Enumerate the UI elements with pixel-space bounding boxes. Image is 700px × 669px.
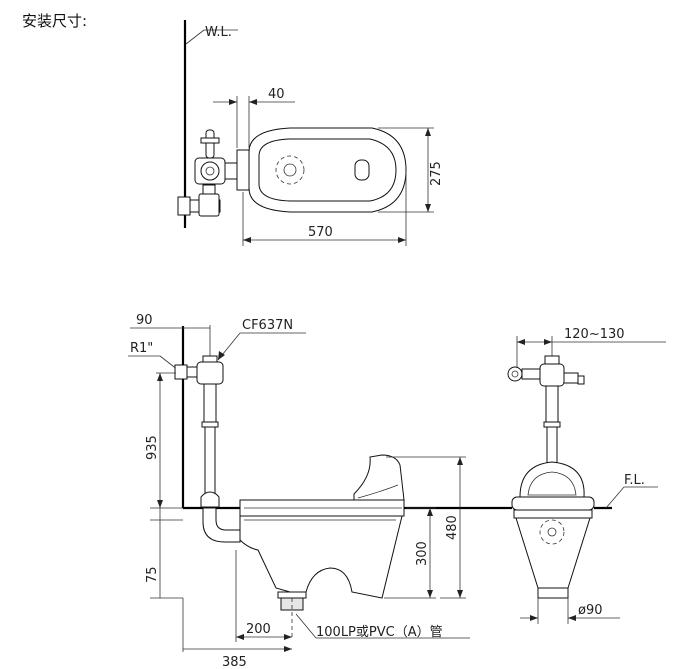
flush-valve-side-icon [174, 355, 224, 508]
dim-outlet-from-wall: 200 [235, 550, 292, 642]
top-view: W.L. [177, 20, 444, 246]
dim-rear-from-wall-label: 385 [222, 655, 247, 669]
inlet-thread-label: R1" [130, 341, 153, 356]
wall-label-leader [185, 29, 205, 45]
dim-outlet-diameter: ø90 [520, 598, 620, 624]
dim-length-label: 570 [308, 225, 333, 240]
dim-depth: 275 [378, 127, 444, 213]
flush-valve-front-icon [507, 355, 585, 466]
drawing-title: 安装尺寸: [22, 12, 87, 30]
valve-model-callout: CF637N [217, 318, 306, 361]
outlet-pipe-callout: 100LP或PVC（A）管 [295, 613, 470, 640]
dim-projection-label: 40 [268, 87, 285, 102]
dim-bowl-height: 300 [384, 507, 436, 599]
flush-valve-icon [177, 129, 240, 217]
front-view: 120~130 [506, 327, 666, 624]
dim-valve-height: 935 [145, 372, 183, 509]
dim-below-floor-label: 75 [145, 566, 160, 583]
floor-line: F.L. [506, 473, 658, 510]
side-view: 90 CF637N R1" [128, 313, 506, 669]
inlet-thread-callout: R1" [128, 341, 179, 371]
dim-wall-offset: 90 [130, 313, 211, 360]
dim-below-floor: 75 [145, 508, 183, 599]
floor-label: F.L. [624, 473, 645, 488]
dim-depth-label: 275 [429, 161, 444, 186]
valve-model-label: CF637N [242, 318, 293, 333]
wall-label: W.L. [205, 25, 232, 40]
dim-outlet-diameter-label: ø90 [578, 603, 603, 618]
dim-valve-width-label: 120~130 [564, 327, 625, 342]
dim-rear-from-wall: 385 [182, 598, 292, 669]
dim-length: 570 [242, 172, 407, 246]
dim-bowl-height-label: 300 [415, 541, 430, 566]
dim-valve-height-label: 935 [145, 435, 160, 460]
outlet-pipe-label: 100LP或PVC（A）管 [316, 625, 443, 640]
squat-toilet-front-profile [511, 461, 595, 599]
flush-pipe-icon [202, 507, 241, 543]
squat-toilet-side-profile [239, 454, 405, 640]
dim-total-height-label: 480 [445, 515, 460, 540]
dim-total-height: 480 [386, 456, 466, 599]
dim-valve-width: 120~130 [516, 327, 666, 375]
dim-outlet-from-wall-label: 200 [246, 622, 271, 637]
squat-toilet-top-outline [236, 127, 407, 213]
dim-projection: 40 [213, 87, 295, 148]
dim-wall-offset-label: 90 [136, 313, 153, 328]
